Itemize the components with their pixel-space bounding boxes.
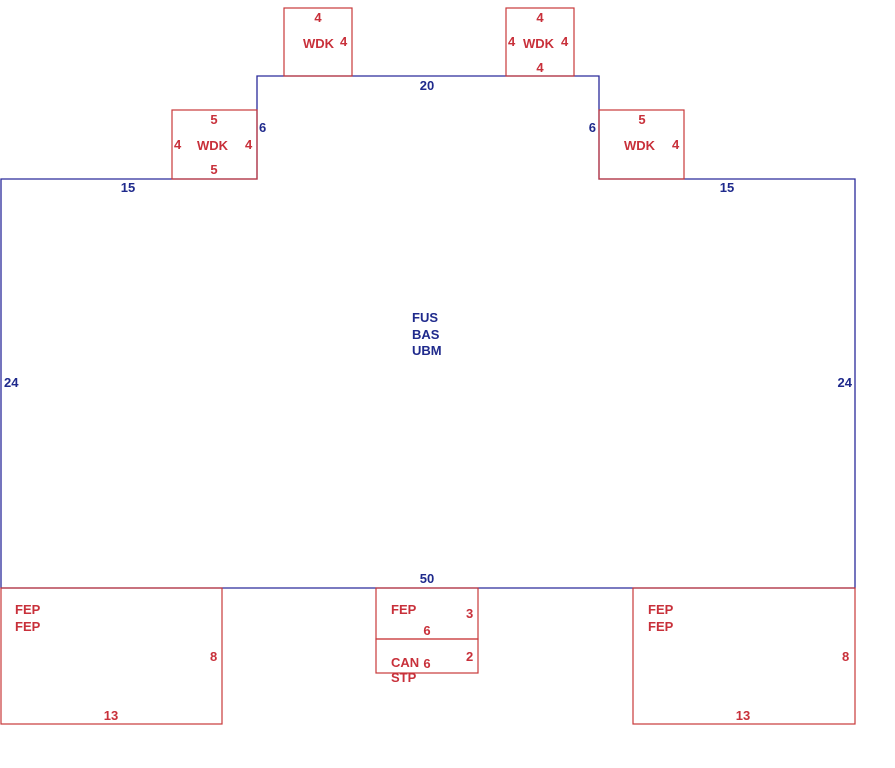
- fep-center-dim-right: 3: [466, 606, 473, 621]
- wdk-mid-left-dim-right: 4: [245, 137, 253, 152]
- wdk-mid-left-label: WDK: [197, 138, 229, 153]
- wdk-top-right-dim-bottom: 4: [536, 60, 544, 75]
- can-center-box: [375, 638, 479, 674]
- wdk-top-right-dim-top: 4: [536, 10, 544, 25]
- wdk-mid-left-dim-top: 5: [210, 112, 217, 127]
- fep-left-box: [0, 587, 223, 725]
- wdk-top-left-dim-top: 4: [314, 10, 322, 25]
- can-center-code-1: CAN: [391, 655, 419, 670]
- dim-left: 24: [4, 375, 19, 390]
- fep-right-box: [632, 587, 856, 725]
- wdk-mid-left-dim-left: 4: [174, 137, 182, 152]
- wdk-mid-right-dim-right: 4: [672, 137, 680, 152]
- main-code-2: BAS: [412, 327, 440, 342]
- can-center-dim-center: 6: [423, 656, 430, 671]
- main-code-3: UBM: [412, 343, 442, 358]
- wdk-top-left-dim-right: 4: [340, 34, 348, 49]
- wdk-mid-right-label: WDK: [624, 138, 656, 153]
- fep-left-dim-right: 8: [210, 649, 217, 664]
- dim-top: 20: [420, 78, 434, 93]
- fep-right-dim-bottom: 13: [736, 708, 750, 723]
- wdk-mid-right-dim-top: 5: [638, 112, 645, 127]
- fep-center-dim-bottom: 6: [423, 623, 430, 638]
- wdk-mid-left-dim-bottom: 5: [210, 162, 217, 177]
- wdk-top-right-dim-right: 4: [561, 34, 569, 49]
- fep-right-code-2: FEP: [648, 619, 674, 634]
- fep-right-dim-right: 8: [842, 649, 849, 664]
- can-center-dim-right: 2: [466, 649, 473, 664]
- can-center-code-2: STP: [391, 670, 417, 685]
- wdk-top-left-box: [283, 7, 353, 77]
- wdk-mid-right-box: [598, 109, 685, 180]
- fep-left-dim-bottom: 13: [104, 708, 118, 723]
- wdk-mid-left-box: [171, 109, 258, 180]
- dim-right: 24: [838, 375, 853, 390]
- dim-shoulder-right: 15: [720, 180, 734, 195]
- wdk-top-right-dim-left: 4: [508, 34, 516, 49]
- dim-step-right: 6: [589, 120, 596, 135]
- dim-shoulder-left: 15: [121, 180, 135, 195]
- wdk-top-right-label: WDK: [523, 36, 555, 51]
- fep-right-code-1: FEP: [648, 602, 674, 617]
- fep-center-code: FEP: [391, 602, 417, 617]
- wdk-top-left-label: WDK: [303, 36, 335, 51]
- fep-left-code-1: FEP: [15, 602, 41, 617]
- fep-left-code-2: FEP: [15, 619, 41, 634]
- dim-bottom: 50: [420, 571, 434, 586]
- main-code-1: FUS: [412, 310, 438, 325]
- wdk-top-right-box: [505, 7, 575, 77]
- dim-step-left: 6: [259, 120, 266, 135]
